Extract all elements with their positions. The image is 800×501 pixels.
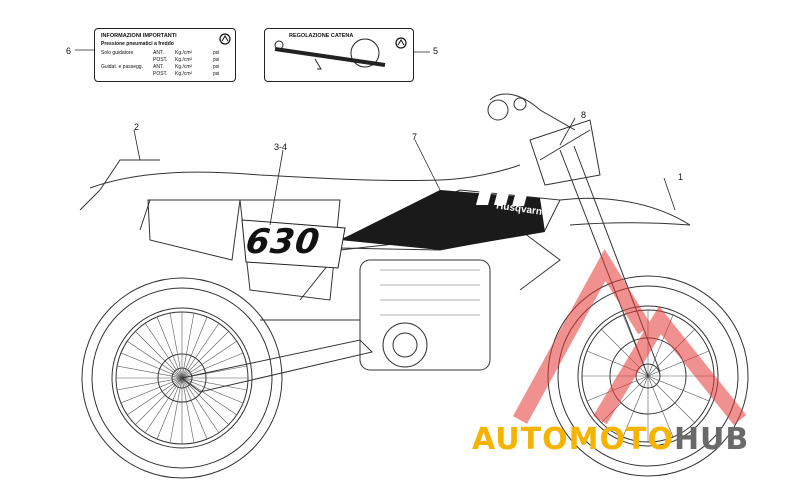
callout-7: 7 [412, 132, 418, 142]
row-pos: ANT. [153, 64, 164, 70]
callout-8: 8 [581, 110, 587, 120]
watermark-text: AUTOMOTOHUB [472, 422, 749, 457]
callout-6: 6 [66, 46, 72, 56]
number-decal: 630 [243, 222, 323, 262]
chain-adjustment-sticker: REGOLAZIONE CATENA [264, 28, 414, 82]
tank-decal-shape [340, 190, 545, 250]
row-label: Guidat. e passegg. [101, 64, 143, 70]
row-psi: psi [213, 71, 220, 77]
row-unit: Kg./cm² [175, 50, 193, 56]
tyre-sticker-subtitle: Pressione pneumatici a freddo [101, 41, 174, 47]
row-psi: psi [213, 64, 220, 70]
row-psi: psi [213, 50, 220, 56]
row-pos: ANT. [153, 50, 164, 56]
row-pos: POST. [153, 71, 168, 77]
callout-1: 1 [678, 172, 684, 182]
row-unit: Kg./cm² [175, 64, 193, 70]
chain-sticker-title: REGOLAZIONE CATENA [289, 33, 354, 39]
row-label: Solo guidatore [101, 50, 134, 56]
callout-3-4: 3-4 [274, 142, 288, 152]
row-psi: psi [213, 57, 220, 63]
row-unit: Kg./cm² [175, 57, 193, 63]
row-pos: POST. [153, 57, 168, 63]
watermark-logo [512, 249, 747, 425]
tyre-sticker-title: INFORMAZIONI IMPORTANTI [101, 33, 177, 39]
tyre-pressure-sticker: INFORMAZIONI IMPORTANTI Pressione pneuma… [94, 28, 236, 82]
row-unit: Kg./cm² [175, 71, 193, 77]
chain-diagram [274, 37, 407, 70]
husqvarna-logo-icon [219, 33, 231, 45]
callout-2: 2 [134, 122, 140, 132]
watermark-hub: HUB [673, 422, 750, 457]
watermark-automoto: AUTOMOTO [472, 422, 674, 457]
callout-5: 5 [433, 46, 439, 56]
